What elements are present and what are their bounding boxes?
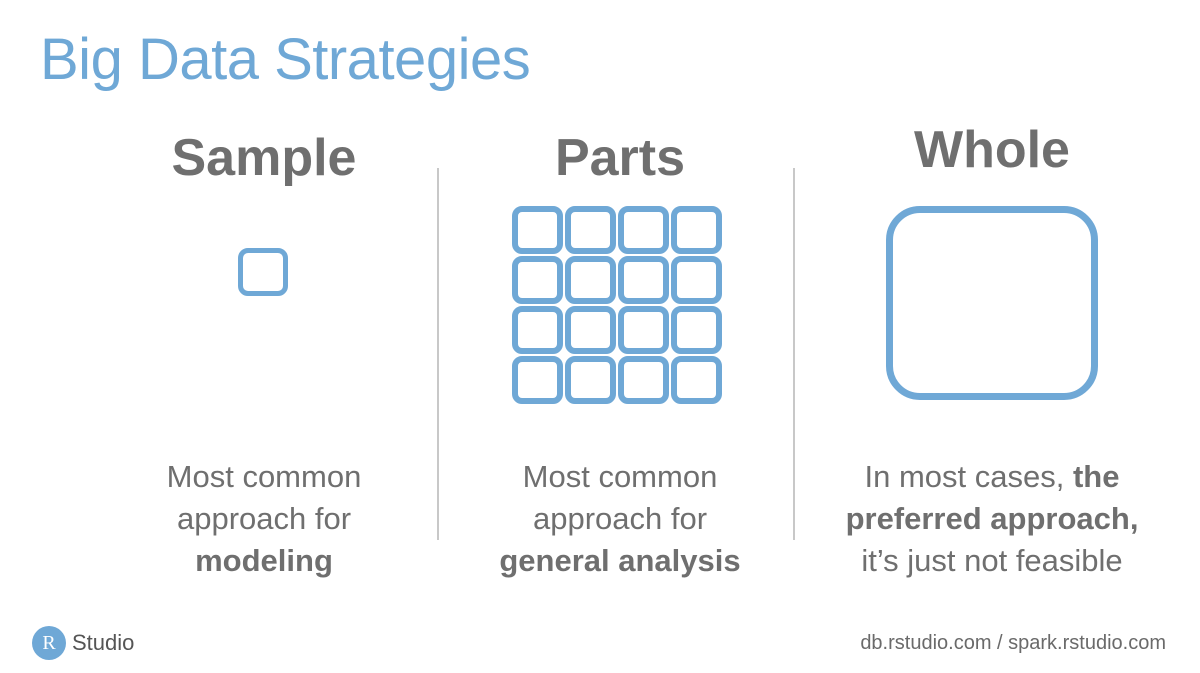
grid-cell-square-icon: [618, 206, 669, 254]
parts-heading: Parts: [554, 129, 686, 187]
grid-cell-square-icon: [565, 306, 616, 354]
grid-cell-square-icon: [671, 306, 722, 354]
grid-cell-square-icon: [618, 356, 669, 404]
column-divider-2: [793, 168, 795, 540]
whole-desc-bold2: preferred approach,: [845, 501, 1139, 536]
grid-cell-square-icon: [512, 256, 563, 304]
grid-cell-square-icon: [565, 206, 616, 254]
grid-cell-square-icon: [671, 356, 722, 404]
parts-desc-line2: approach for: [532, 501, 708, 536]
grid-cell-square-icon: [565, 356, 616, 404]
parts-description: Most common approach for general analysi…: [450, 456, 790, 582]
sample-square-icon: [238, 248, 288, 296]
whole-description: In most cases, the preferred approach, i…: [822, 456, 1162, 582]
grid-cell-square-icon: [618, 256, 669, 304]
sample-desc-line1: Most common: [166, 459, 362, 494]
whole-desc-pre: In most cases,: [864, 459, 1073, 494]
sample-heading: Sample: [171, 129, 357, 187]
grid-cell-square-icon: [512, 306, 563, 354]
rstudio-logo-icon: R: [32, 626, 66, 660]
sample-desc-line2: approach for: [176, 501, 352, 536]
sample-desc-bold: modeling: [195, 543, 333, 578]
rstudio-logo: R Studio: [32, 626, 134, 660]
whole-square-icon: [886, 206, 1098, 400]
whole-desc-bold1: the: [1072, 459, 1120, 494]
grid-cell-square-icon: [671, 256, 722, 304]
rstudio-logo-text: Studio: [72, 630, 135, 655]
sample-description: Most common approach for modeling: [94, 456, 434, 582]
whole-column: Whole In most cases, the preferred appro…: [822, 120, 1162, 600]
parts-desc-line1: Most common: [522, 459, 718, 494]
parts-column: Parts Most common approach for general a…: [450, 120, 790, 600]
grid-cell-square-icon: [671, 206, 722, 254]
grid-cell-square-icon: [565, 256, 616, 304]
parts-desc-bold: general analysis: [499, 543, 741, 578]
column-divider-1: [437, 168, 439, 540]
footer-url: db.rstudio.com / spark.rstudio.com: [860, 632, 1166, 654]
grid-cell-square-icon: [618, 306, 669, 354]
parts-grid-icon: [512, 206, 722, 404]
slide-title: Big Data Strategies: [40, 27, 531, 92]
whole-heading: Whole: [914, 121, 1070, 179]
sample-column: Sample Most common approach for modeling: [94, 120, 434, 600]
grid-cell-square-icon: [512, 206, 563, 254]
grid-cell-square-icon: [512, 356, 563, 404]
whole-desc-line3: it’s just not feasible: [861, 543, 1123, 578]
